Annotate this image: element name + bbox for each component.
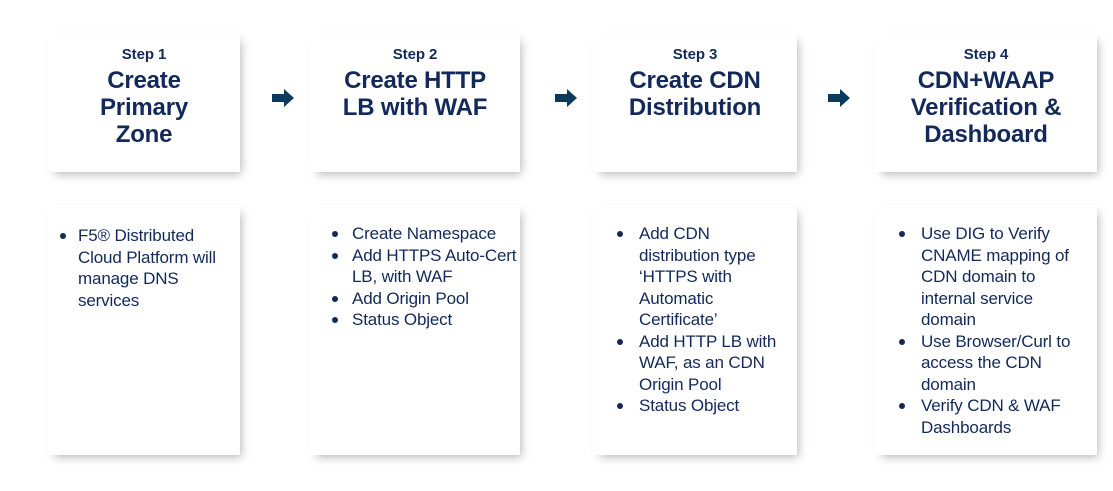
list-item: Add HTTPS Auto-Cert LB, with WAF bbox=[310, 245, 520, 288]
list-item: F5® Distributed Cloud Platform will mana… bbox=[48, 225, 240, 311]
step-2-title-line-1: Create HTTP bbox=[344, 67, 486, 94]
list-item: Use DIG to Verify CNAME mapping of CDN d… bbox=[875, 223, 1097, 331]
step-1-title-line-1: Create bbox=[107, 67, 181, 94]
step-1-label: Step 1 bbox=[121, 46, 167, 63]
step-1-header-card: Step 1 Create Primary Zone bbox=[48, 33, 240, 172]
step-1-title-line-2: Primary bbox=[100, 94, 188, 121]
step-4-title-line-3: Dashboard bbox=[924, 121, 1048, 148]
step-1-title: Create Primary Zone bbox=[94, 67, 194, 148]
bullet-text: F5® Distributed Cloud Platform will mana… bbox=[78, 226, 216, 310]
bullet-text: Status Object bbox=[352, 310, 453, 329]
step-3-header-card: Step 3 Create CDN Distribution bbox=[593, 33, 797, 172]
step-2-label: Step 2 bbox=[392, 46, 438, 63]
bullet-dot-icon bbox=[332, 252, 338, 259]
step-3-body-card: Add CDN distribution type ‘HTTPS with Au… bbox=[593, 205, 797, 455]
list-item: Verify CDN & WAF Dashboards bbox=[875, 395, 1097, 438]
step-4-body-card: Use DIG to Verify CNAME mapping of CDN d… bbox=[875, 205, 1097, 455]
bullet-text: Add CDN distribution type ‘HTTPS with Au… bbox=[639, 224, 756, 329]
step-3-title-line-1: Create CDN bbox=[629, 67, 761, 94]
arrow-step1-to-step2 bbox=[271, 86, 295, 110]
list-item: Use Browser/Curl to access the CDN domai… bbox=[875, 331, 1097, 396]
list-item: Add HTTP LB with WAF, as an CDN Origin P… bbox=[593, 331, 797, 396]
bullet-dot-icon bbox=[617, 338, 623, 345]
step-4-title-line-2: Verification & bbox=[910, 94, 1062, 121]
arrow-step2-to-step3 bbox=[554, 86, 578, 110]
bullet-dot-icon bbox=[899, 403, 905, 409]
bullet-dot-icon bbox=[899, 231, 905, 237]
step-2-header-card: Step 2 Create HTTP LB with WAF bbox=[310, 33, 520, 172]
bullet-dot-icon bbox=[60, 233, 66, 239]
bullet-text: Status Object bbox=[639, 396, 740, 415]
step-2-title: Create HTTP LB with WAF bbox=[337, 67, 493, 121]
bullet-text: Add Origin Pool bbox=[352, 288, 469, 308]
bullet-dot-icon bbox=[617, 403, 623, 409]
bullet-text: Add HTTP LB with WAF, as an CDN Origin P… bbox=[639, 331, 777, 394]
arrow-step3-to-step4 bbox=[827, 86, 851, 110]
list-item: Add Origin Pool bbox=[310, 288, 520, 310]
step-1-bullet-list: F5® Distributed Cloud Platform will mana… bbox=[48, 225, 240, 311]
step-3-bullet-list: Add CDN distribution type ‘HTTPS with Au… bbox=[593, 223, 797, 417]
bullet-text: Verify CDN & WAF Dashboards bbox=[921, 396, 1061, 437]
bullet-text: Create Namespace bbox=[352, 224, 497, 243]
list-item: Add CDN distribution type ‘HTTPS with Au… bbox=[593, 223, 797, 331]
bullet-dot-icon bbox=[332, 231, 338, 237]
step-column-3: Step 3 Create CDN Distribution Add CDN d… bbox=[593, 0, 797, 491]
step-4-label: Step 4 bbox=[963, 46, 1009, 63]
bullet-dot-icon bbox=[617, 231, 623, 237]
step-3-title-line-2: Distribution bbox=[628, 94, 762, 121]
step-column-1: Step 1 Create Primary Zone F5® Distribut… bbox=[48, 0, 240, 491]
step-4-header-card: Step 4 CDN+WAAP Verification & Dashboard bbox=[875, 33, 1097, 172]
list-item: Create Namespace bbox=[310, 223, 520, 245]
step-1-title-line-3: Zone bbox=[115, 121, 173, 148]
step-4-title: CDN+WAAP Verification & Dashboard bbox=[905, 67, 1068, 148]
step-4-title-line-1: CDN+WAAP bbox=[917, 67, 1055, 94]
step-column-4: Step 4 CDN+WAAP Verification & Dashboard… bbox=[875, 0, 1097, 491]
bullet-text: Use DIG to Verify CNAME mapping of CDN d… bbox=[921, 224, 1069, 329]
bullet-dot-icon bbox=[332, 295, 338, 302]
step-3-title: Create CDN Distribution bbox=[623, 67, 767, 121]
step-2-bullet-list: Create Namespace Add HTTPS Auto-Cert LB,… bbox=[310, 223, 520, 331]
list-item: Status Object bbox=[593, 395, 797, 417]
step-2-title-line-2: LB with WAF bbox=[342, 94, 488, 121]
bullet-text: Use Browser/Curl to access the CDN domai… bbox=[921, 331, 1071, 394]
step-1-body-card: F5® Distributed Cloud Platform will mana… bbox=[48, 205, 240, 455]
step-3-label: Step 3 bbox=[672, 46, 718, 63]
list-item: Status Object bbox=[310, 309, 520, 331]
bullet-dot-icon bbox=[332, 317, 338, 323]
step-4-bullet-list: Use DIG to Verify CNAME mapping of CDN d… bbox=[875, 223, 1097, 438]
bullet-text: Add HTTPS Auto-Cert LB, with WAF bbox=[352, 245, 517, 287]
bullet-dot-icon bbox=[899, 338, 905, 345]
step-column-2: Step 2 Create HTTP LB with WAF Create Na… bbox=[310, 0, 520, 491]
step-2-body-card: Create Namespace Add HTTPS Auto-Cert LB,… bbox=[310, 205, 520, 455]
